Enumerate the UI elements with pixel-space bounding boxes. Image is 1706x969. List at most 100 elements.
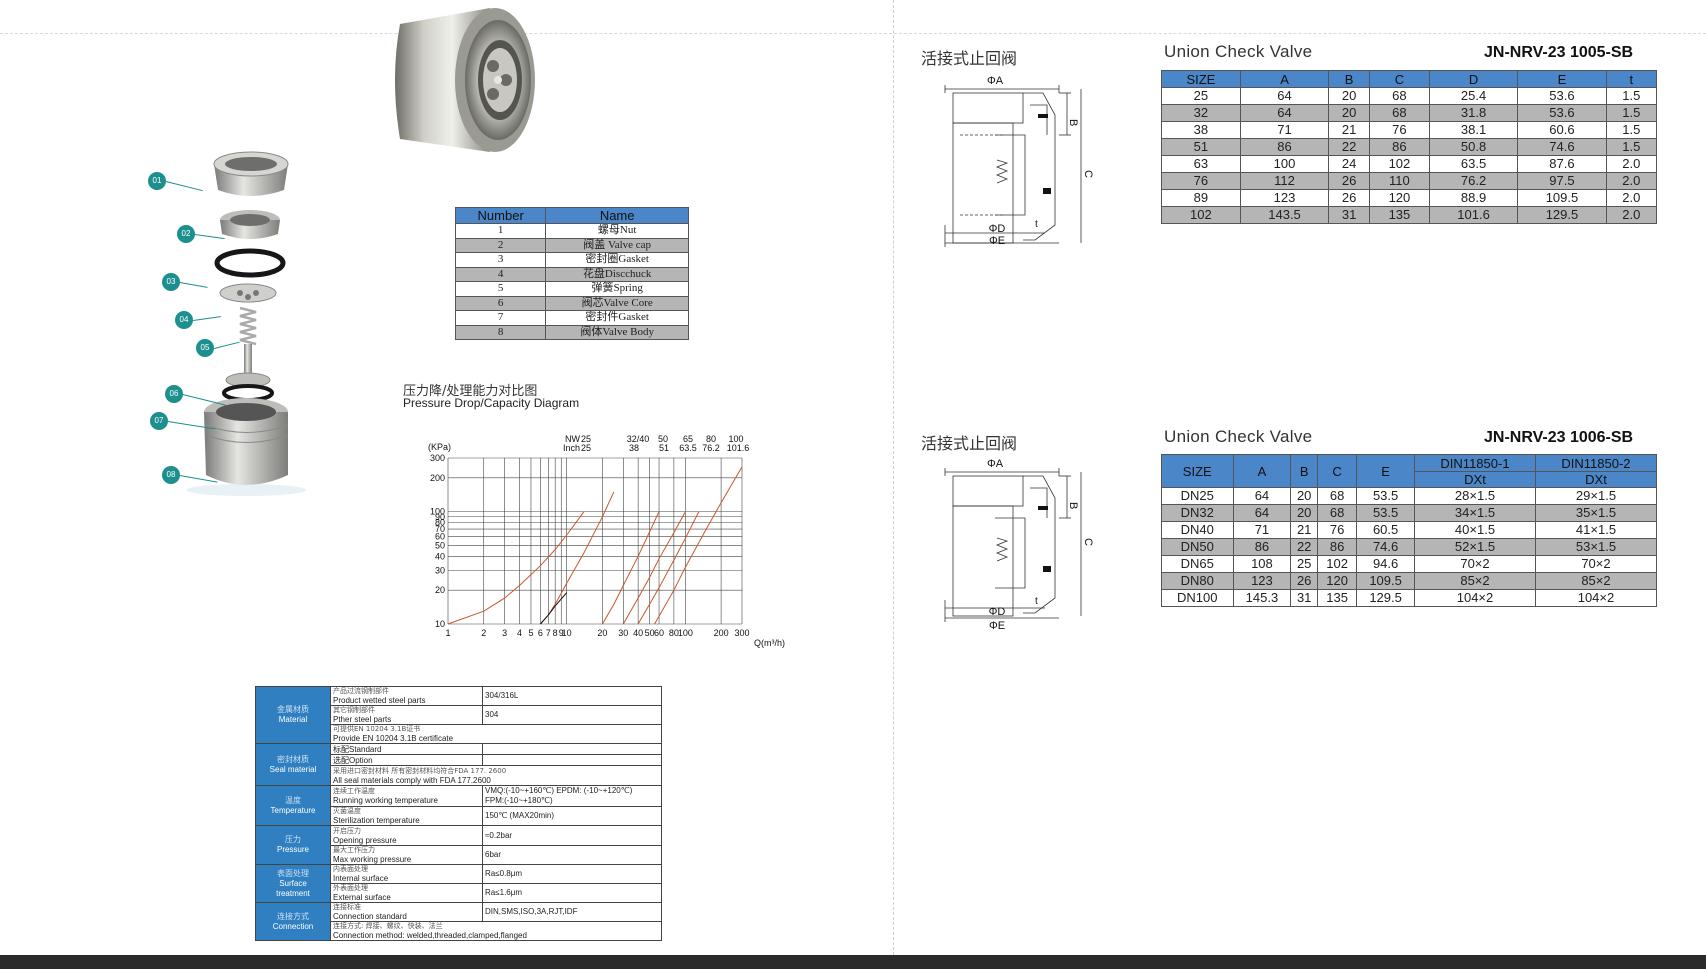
table-cell: 120 xyxy=(1317,572,1358,590)
spec-item-en: Pther steel parts xyxy=(333,715,392,724)
spec-cat-connection: 连接方式 Connection xyxy=(255,902,331,941)
y-tick-label: 60 xyxy=(435,532,445,542)
spec-item-en: Opening pressure xyxy=(333,835,397,845)
table-cell: 87.6 xyxy=(1517,155,1607,173)
inch-value: 101.6 xyxy=(727,443,750,453)
table-cell: 109.5 xyxy=(1356,572,1416,590)
spec-value-line: FPM:(-10~+180℃) xyxy=(485,796,553,805)
callout-06: 06 xyxy=(165,385,183,403)
y-tick-label: 70 xyxy=(435,524,445,534)
section2-drawing: ΦA B C t ΦD ΦE xyxy=(944,458,1094,632)
bottom-bar xyxy=(0,955,1706,969)
table-cell: 86 xyxy=(1232,538,1292,556)
table-cell: 68 xyxy=(1317,504,1358,522)
table-header-cell: A xyxy=(1232,454,1292,488)
table-cell: 129.5 xyxy=(1356,589,1416,607)
y-tick-label: 300 xyxy=(430,453,445,463)
table-cell: 26 xyxy=(1328,189,1370,207)
spec-cat-seal: 密封材质 Seal material xyxy=(255,743,331,786)
series-line xyxy=(601,511,660,625)
table-cell: 32 xyxy=(1161,104,1241,122)
table-cell: 135 xyxy=(1317,589,1358,607)
x-tick-label: 8 xyxy=(553,628,558,638)
spec-item-cn: 产品过流钢制部件 xyxy=(333,687,389,695)
table-cell: 1.5 xyxy=(1605,87,1658,105)
table-cell: 21 xyxy=(1290,521,1319,539)
spec-item-cn: 外表面处理 xyxy=(333,884,368,892)
y-tick-label: 50 xyxy=(435,540,445,550)
section1-title-en: Union Check Valve xyxy=(1164,42,1313,61)
x-tick-label: 30 xyxy=(618,628,628,638)
table-cell: 102 xyxy=(1161,206,1241,224)
inch-value: 63.5 xyxy=(679,443,697,453)
table-cell: 97.5 xyxy=(1517,172,1607,190)
table-cell: 108 xyxy=(1232,555,1292,573)
table-cell: 1.5 xyxy=(1605,121,1658,139)
table-cell: 70×2 xyxy=(1534,555,1658,573)
table-cell: 64 xyxy=(1232,487,1292,505)
table-cell: 20 xyxy=(1328,87,1370,105)
table-cell: 60.5 xyxy=(1356,521,1416,539)
x-tick-label: 9 xyxy=(559,628,564,638)
table-cell: 74.6 xyxy=(1517,138,1607,156)
part-name: 螺母Nut xyxy=(545,223,689,239)
chart-title-en: Pressure Drop/Capacity Diagram xyxy=(403,396,580,410)
spec-value: 304 xyxy=(482,705,662,725)
part-name: 密封件Gasket xyxy=(545,310,689,326)
nw-label: NW xyxy=(565,434,580,444)
y-tick-label: 10 xyxy=(435,619,445,629)
part-name: 阀芯Valve Core xyxy=(545,295,689,311)
table-cell: 53.5 xyxy=(1356,487,1416,505)
dim-label-B: B xyxy=(1067,119,1079,126)
spec-item-cn: 采用进口密封材料 所有密封材料均符合FDA 177. 2600 xyxy=(333,766,507,775)
x-tick-label: 200 xyxy=(714,628,729,638)
section1-title-cn: 活接式止回阀 xyxy=(921,49,1018,68)
part-number: 7 xyxy=(454,310,547,326)
table-cell: 85×2 xyxy=(1414,572,1536,590)
callout-07: 07 xyxy=(150,412,168,430)
spec-value: Ra≤1.6μm xyxy=(482,883,662,903)
callout-02: 02 xyxy=(177,225,195,243)
spec-cat-cn: 温度 xyxy=(285,795,301,805)
spec-item-cn: 内表面处理 xyxy=(333,865,368,873)
series-line xyxy=(447,511,585,625)
x-tick-label: 7 xyxy=(546,628,551,638)
table-cell: 29×1.5 xyxy=(1534,487,1658,505)
y-tick-label: 200 xyxy=(430,473,445,483)
section1-model: JN-NRV-23 1005-SB xyxy=(1484,44,1634,61)
nw-value: 32/40 xyxy=(627,434,650,444)
table-cell: 31 xyxy=(1328,206,1370,224)
table-cell: 102 xyxy=(1369,155,1430,173)
table-cell: 104×2 xyxy=(1534,589,1658,607)
spec-item-en: All seal materials comply with FDA 177.2… xyxy=(333,775,491,785)
spec-item-cn: 其它钢制部件 xyxy=(333,706,375,714)
x-tick-label: 5 xyxy=(528,628,533,638)
table-cell: 31 xyxy=(1290,589,1319,607)
valve-product-image xyxy=(395,8,535,152)
table-cell: 53×1.5 xyxy=(1534,538,1658,556)
section2-model: JN-NRV-23 1006-SB xyxy=(1484,429,1634,446)
x-tick-label: 6 xyxy=(538,628,543,638)
part-number: 8 xyxy=(454,324,547,340)
table-cell: 24 xyxy=(1328,155,1370,173)
table-cell: 51 xyxy=(1161,138,1241,156)
table-cell: 88.9 xyxy=(1428,189,1519,207)
spec-cat-en: Temperature xyxy=(270,805,316,815)
table-cell: 20 xyxy=(1290,487,1319,505)
table-header-cell: SIZE xyxy=(1161,454,1234,488)
table-cell: 85×2 xyxy=(1534,572,1658,590)
nw-value: 50 xyxy=(658,434,668,444)
spec-value: 6bar xyxy=(482,845,662,865)
table-cell: 22 xyxy=(1290,538,1319,556)
x-tick-label: 2 xyxy=(481,628,486,638)
table-cell: 145.3 xyxy=(1232,589,1292,607)
exploded-view-image xyxy=(186,151,306,496)
